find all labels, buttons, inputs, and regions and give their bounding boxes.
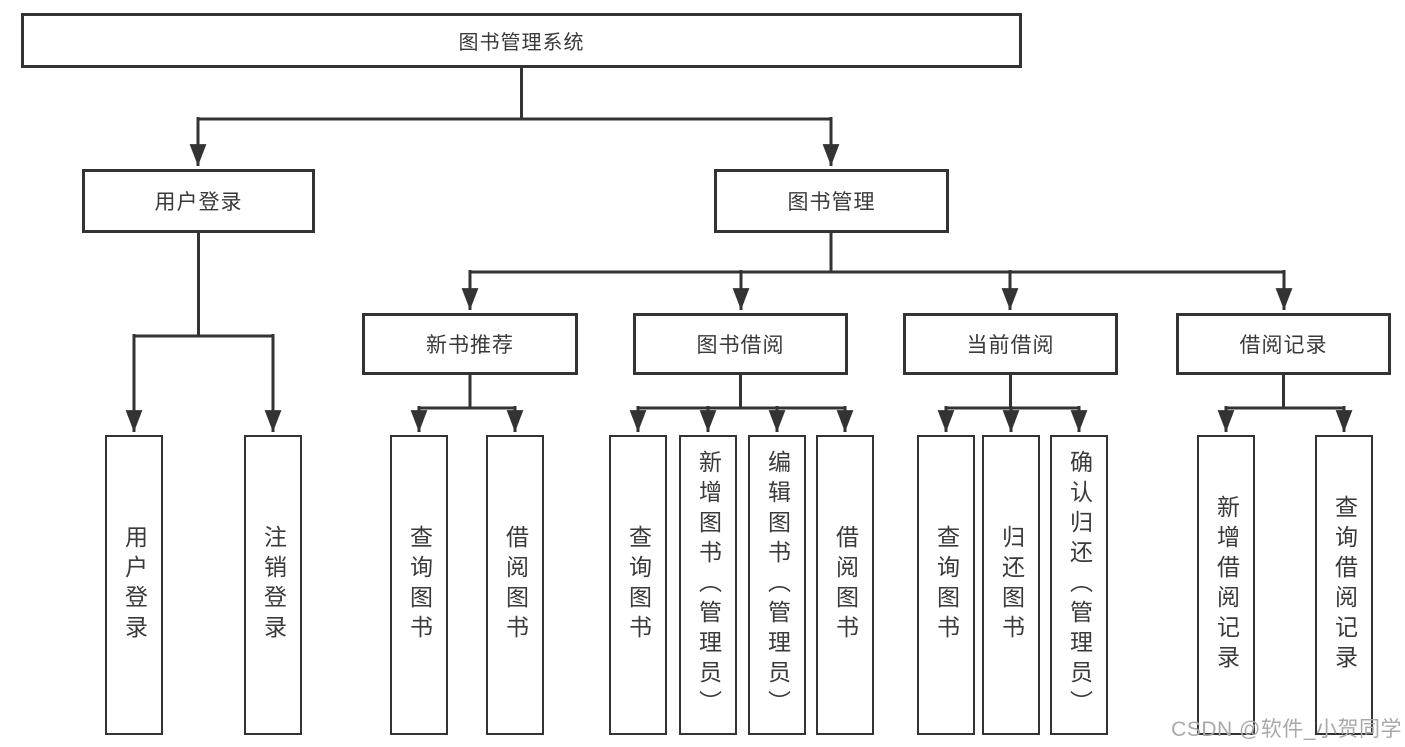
node-label: 借阅图书 [832, 525, 859, 645]
leaf-return-book: 归还图书 [982, 435, 1040, 735]
leaf-logout: 注销登录 [244, 435, 302, 735]
node-book-management: 图书管理 [714, 169, 949, 233]
node-new-book-recommend: 新书推荐 [362, 313, 578, 375]
node-label: 借阅图书 [502, 525, 529, 645]
leaf-add-book-admin: 新增图书（管理员） [679, 435, 737, 735]
node-label: 新增借阅记录 [1213, 495, 1240, 675]
node-label: 查询图书 [933, 525, 960, 645]
node-label: 查询图书 [625, 525, 652, 645]
node-label: 查询借阅记录 [1331, 495, 1358, 675]
node-label: 查询图书 [406, 525, 433, 645]
leaf-borrow-book-1: 借阅图书 [486, 435, 544, 735]
node-label: 图书借阅 [696, 334, 785, 357]
node-borrow-record: 借阅记录 [1176, 313, 1391, 375]
node-label: 归还图书 [998, 525, 1025, 645]
leaf-query-borrow-record: 查询借阅记录 [1315, 435, 1373, 735]
node-label: 用户登录 [154, 191, 243, 214]
leaf-query-book-1: 查询图书 [390, 435, 448, 735]
node-book-borrow: 图书借阅 [633, 313, 848, 375]
leaf-query-book-3: 查询图书 [917, 435, 975, 735]
node-label: 新增图书（管理员） [695, 450, 722, 720]
node-label: 图书管理系统 [458, 32, 585, 54]
leaf-edit-book-admin: 编辑图书（管理员） [748, 435, 806, 735]
leaf-confirm-return-admin: 确认归还（管理员） [1050, 435, 1108, 735]
leaf-add-borrow-record: 新增借阅记录 [1197, 435, 1255, 735]
node-label: 借阅记录 [1239, 334, 1328, 357]
node-label: 编辑图书（管理员） [764, 450, 791, 720]
leaf-borrow-book-2: 借阅图书 [816, 435, 874, 735]
leaf-query-book-2: 查询图书 [609, 435, 667, 735]
leaf-user-login: 用户登录 [105, 435, 163, 735]
node-user-login: 用户登录 [82, 169, 315, 233]
node-label: 当前借阅 [966, 334, 1055, 357]
node-root-library-system: 图书管理系统 [21, 13, 1022, 68]
node-current-borrow: 当前借阅 [903, 313, 1118, 375]
node-label: 用户登录 [121, 525, 148, 645]
watermark-text: CSDN @软件_小贺同学 [1171, 718, 1402, 741]
node-label: 注销登录 [260, 525, 287, 645]
node-label: 图书管理 [787, 191, 876, 214]
node-label: 确认归还（管理员） [1066, 450, 1093, 720]
node-label: 新书推荐 [426, 334, 514, 357]
